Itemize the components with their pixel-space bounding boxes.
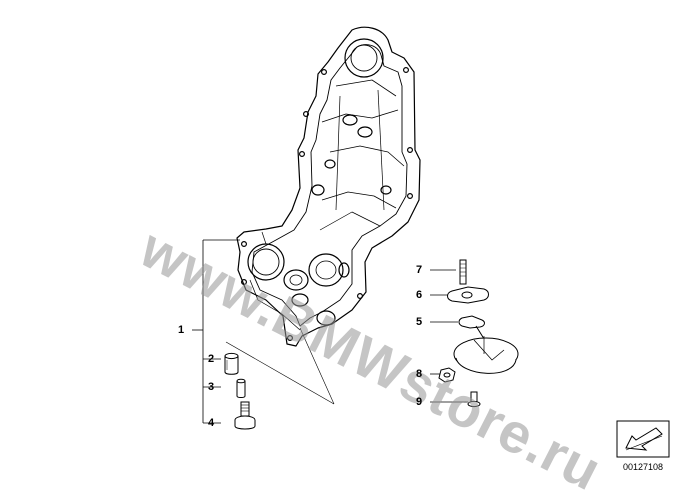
callout-leaders-right <box>430 269 468 403</box>
callout-1: 1 <box>178 324 185 336</box>
parts-diagram: www.BMWstore.ru 1 2 3 4 5 6 7 8 9 001271… <box>131 26 670 502</box>
part-3-pin <box>236 378 246 398</box>
part-7-stud-bolt <box>459 259 467 285</box>
timing-case-cover <box>236 26 421 347</box>
callout-7: 7 <box>416 264 423 276</box>
arrow-down-left-icon[interactable] <box>616 420 670 458</box>
part-9-bolt <box>467 391 481 408</box>
part-2-dowel-sleeve <box>224 352 239 375</box>
diagram-id: 00127108 <box>623 462 664 472</box>
part-8-nut <box>438 367 456 383</box>
callout-2: 2 <box>208 353 215 365</box>
part-4-screw-plug <box>234 401 256 430</box>
callout-leader-1 <box>192 239 240 424</box>
callout-8: 8 <box>416 368 423 380</box>
assembly-guide-lines <box>225 327 335 405</box>
callout-3: 3 <box>208 381 215 393</box>
callout-4: 4 <box>208 417 215 429</box>
callout-6: 6 <box>416 289 423 301</box>
diagram-drawing <box>192 26 670 458</box>
callout-5: 5 <box>416 316 423 328</box>
callout-9: 9 <box>416 396 423 408</box>
part-6-gasket <box>447 286 489 304</box>
part-5-oil-strainer <box>453 315 519 374</box>
